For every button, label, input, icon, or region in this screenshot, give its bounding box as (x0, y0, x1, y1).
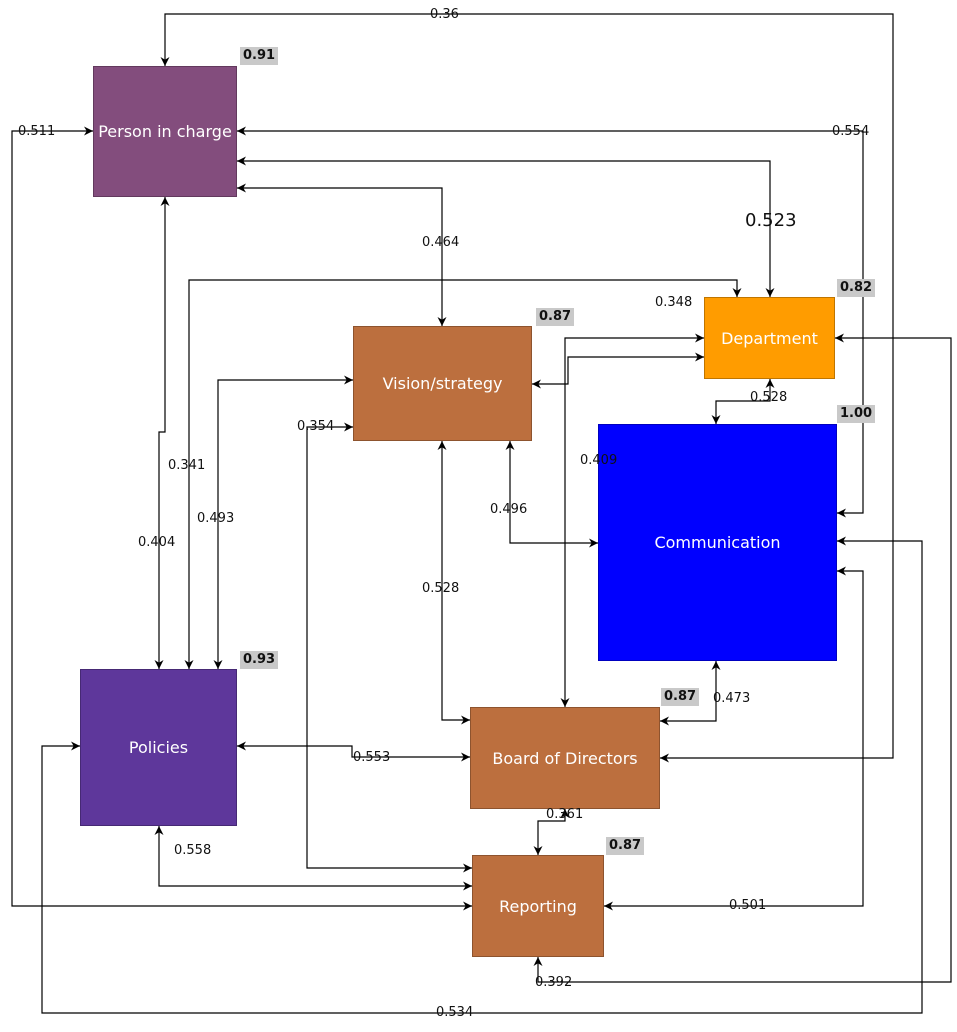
node-department[interactable]: Department (704, 297, 835, 379)
node-department-label: Department (721, 328, 818, 348)
edge-0-523 (237, 156, 775, 297)
edge-0-534 (41, 536, 923, 1014)
score-board-of-directors: 0.87 (661, 688, 700, 706)
edge-label-0-511: 0.511 (18, 124, 56, 139)
node-vision-strategy[interactable]: Vision/strategy (353, 326, 532, 441)
edge-0-392 (533, 333, 952, 983)
node-vision-strategy-label: Vision/strategy (382, 374, 503, 393)
edge-label-0-558: 0.558 (174, 843, 212, 858)
score-policies: 0.93 (240, 651, 279, 669)
edge-0-354 (306, 422, 472, 873)
node-reporting-label: Reporting (499, 896, 577, 916)
node-policies[interactable]: Policies (80, 669, 237, 826)
edge-label-0-36: 0.36 (430, 7, 459, 22)
edge-label-0-361: 0.361 (546, 807, 584, 822)
node-communication-label: Communication (654, 533, 781, 552)
node-reporting[interactable]: Reporting (472, 855, 604, 957)
score-reporting: 0.87 (606, 837, 645, 855)
edge-label-0-354: 0.354 (297, 419, 335, 434)
node-person-in-charge[interactable]: Person in charge (93, 66, 237, 197)
node-board-of-directors[interactable]: Board of Directors (470, 707, 660, 809)
edge-label-0-341: 0.341 (168, 458, 206, 473)
score-person-in-charge: 0.91 (240, 47, 279, 65)
node-person-in-charge-label: Person in charge (98, 122, 232, 141)
edge-label-0-392: 0.392 (535, 975, 573, 990)
edge-0-554 (237, 126, 864, 518)
edge-0-464 (237, 183, 447, 326)
edge-label-0-493: 0.493 (197, 511, 235, 526)
edge-0-511 (11, 126, 472, 911)
edge-label-0-464: 0.464 (422, 235, 460, 250)
score-department: 0.82 (837, 279, 876, 297)
edge-0-404 (154, 197, 170, 669)
edge-label-0-348: 0.348 (655, 295, 693, 310)
edge-label-0-404: 0.404 (138, 535, 176, 550)
score-vision-strategy: 0.87 (536, 308, 575, 326)
edge-label-0-534: 0.534 (436, 1005, 474, 1020)
score-communication: 1.00 (837, 405, 876, 423)
edge-0-348 (532, 352, 704, 389)
edge-label-0-409: 0.409 (580, 453, 618, 468)
edge-label-0-528-a: 0.528 (750, 390, 788, 405)
node-communication[interactable]: Communication (598, 424, 837, 661)
edge-label-0-553: 0.553 (353, 750, 391, 765)
edge-label-0-528-b: 0.528 (422, 581, 460, 596)
edge-label-0-473: 0.473 (713, 691, 751, 706)
edge-label-0-554: 0.554 (832, 124, 870, 139)
edge-label-0-496: 0.496 (490, 502, 528, 517)
node-policies-label: Policies (128, 738, 189, 757)
edge-label-0-523: 0.523 (745, 210, 797, 231)
node-board-of-directors-label: Board of Directors (492, 748, 638, 768)
edge-label-0-501: 0.501 (729, 898, 767, 913)
edge-0-341 (184, 279, 742, 669)
edge-0-558 (154, 826, 472, 891)
